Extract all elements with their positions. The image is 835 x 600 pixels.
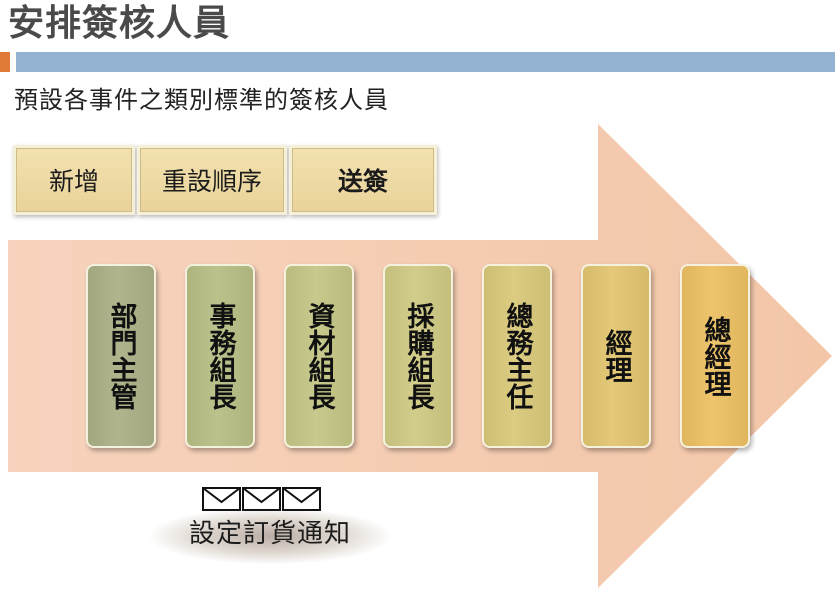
approval-step[interactable]: 事務組長 — [185, 264, 255, 448]
approval-step[interactable]: 總務主任 — [482, 264, 552, 448]
envelope-icon — [202, 487, 241, 511]
approval-step[interactable]: 採購組長 — [383, 264, 453, 448]
add-button[interactable]: 新增 — [16, 148, 132, 212]
title-accent-square — [0, 52, 10, 72]
approval-step[interactable]: 經理 — [581, 264, 651, 448]
envelope-icon — [242, 487, 281, 511]
approval-step[interactable]: 總經理 — [680, 264, 750, 448]
title-divider-bar — [16, 52, 835, 72]
approval-step[interactable]: 部門主管 — [86, 264, 156, 448]
order-notification-button[interactable]: 設定訂貨通知 — [188, 519, 351, 549]
reset-order-button[interactable]: 重設順序 — [140, 148, 284, 212]
page-subtitle: 預設各事件之類別標準的簽核人員 — [14, 86, 389, 114]
notification-glow — [150, 508, 390, 564]
page-title: 安排簽核人員 — [8, 3, 231, 44]
envelope-icon — [282, 487, 321, 511]
envelope-icons — [202, 487, 321, 511]
submit-approval-button[interactable]: 送簽 — [292, 148, 434, 212]
approval-step[interactable]: 資材組長 — [284, 264, 354, 448]
